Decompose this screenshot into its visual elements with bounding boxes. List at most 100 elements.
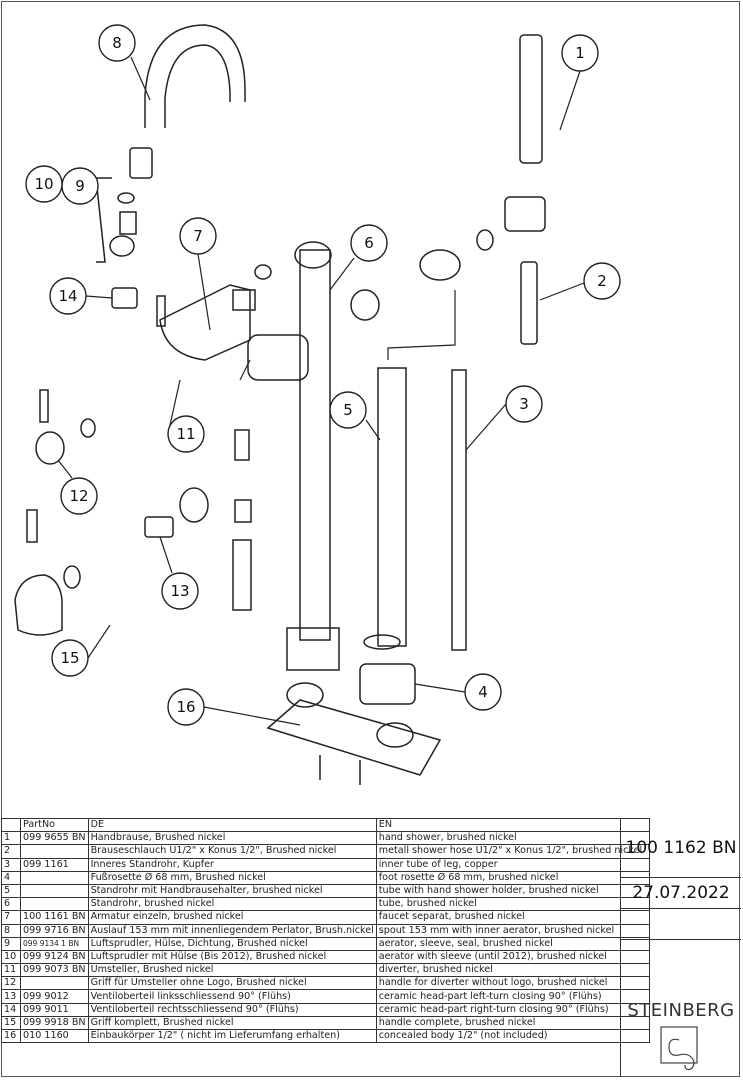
article-number: 100 1162 BN <box>620 818 741 878</box>
table-row: 5 Standrohr mit Handbrausehalter, brushed… <box>1 883 650 899</box>
callout-number: 12 <box>69 487 88 505</box>
description-en: faucet separat, brushed nickel <box>375 910 650 925</box>
part-number <box>20 870 89 885</box>
item-number: 5 <box>1 883 21 899</box>
item-number: 3 <box>1 857 21 872</box>
callout-circle <box>350 224 388 262</box>
callout-circle <box>51 639 89 677</box>
callout-circle <box>60 477 98 515</box>
part-number: 099 9012 <box>20 989 89 1004</box>
description-en: hand shower, brushed nickel <box>375 831 650 846</box>
callout-circle <box>583 262 621 300</box>
callout-number: 4 <box>478 683 488 701</box>
item-number <box>1 817 21 833</box>
callout-number: 8 <box>112 34 122 52</box>
item-number: 1 <box>1 831 21 846</box>
callout-number: 14 <box>58 287 77 305</box>
description-de: Handbrause, Brushed nickel <box>87 831 377 846</box>
part-number: 099 9124 BN <box>20 949 89 965</box>
callout-number: 13 <box>170 582 189 600</box>
item-number: 13 <box>1 989 21 1004</box>
description-en: metall shower hose Ü1/2" x Konus 1/2", b… <box>375 844 650 859</box>
part-number: 010 1160 <box>20 1028 89 1044</box>
head-part-right <box>111 287 138 309</box>
callout-number: 3 <box>519 395 529 413</box>
callout-10: 10 <box>25 165 63 203</box>
tube-base <box>286 627 340 671</box>
description-en: ceramic head-part left-turn closing 90° … <box>375 989 650 1004</box>
brand-logo <box>660 1026 698 1071</box>
concealed-body <box>266 699 442 776</box>
description-de: Umsteller, Brushed nickel <box>87 963 377 978</box>
callout-circle <box>167 415 205 453</box>
callout-number: 6 <box>364 234 374 252</box>
inner-tube <box>451 369 467 651</box>
description-de: Auslauf 153 mm mit innenliegendem Perlat… <box>87 923 377 938</box>
part-number <box>20 976 89 991</box>
item-number: 10 <box>1 949 21 965</box>
description-en: handle complete, brushed nickel <box>375 1015 650 1031</box>
item-number: 11 <box>1 963 21 978</box>
spout <box>144 24 246 128</box>
callout-16: 16 <box>167 688 205 726</box>
description-de: Luftsprudler, Hülse, Dichtung, Brushed n… <box>87 936 377 951</box>
description-en: tube with hand shower holder, brushed ni… <box>375 883 650 899</box>
callout-7: 7 <box>179 217 217 255</box>
item-number: 4 <box>1 870 21 885</box>
callout-4: 4 <box>464 673 502 711</box>
description-en: foot rosette Ø 68 mm, brushed nickel <box>375 870 650 885</box>
description-en: aerator with sleeve (until 2012), brushe… <box>375 949 650 965</box>
description-en: ceramic head-part right-turn closing 90°… <box>375 1002 650 1017</box>
callout-3: 3 <box>505 385 543 423</box>
table-row: 12 Griff für Umsteller ohne Logo, Brushed… <box>1 976 650 991</box>
part-number: 100 1161 BN <box>20 910 89 925</box>
description-de: Einbaukörper 1/2" ( nicht im Lieferumfan… <box>87 1028 377 1044</box>
shower-holder <box>504 196 546 232</box>
part-number: PartNo <box>20 817 89 833</box>
callout-11: 11 <box>167 415 205 453</box>
callout-number: 16 <box>176 698 195 716</box>
callout-circle <box>98 24 136 62</box>
faucet-body <box>159 284 251 361</box>
item-number: 2 <box>1 844 21 859</box>
callout-15: 15 <box>51 639 89 677</box>
hose-lower <box>232 539 252 611</box>
callout-circle <box>505 385 543 423</box>
description-de: Griff für Umsteller ohne Logo, Brushed n… <box>87 976 377 991</box>
callout-8: 8 <box>98 24 136 62</box>
head-part-left <box>144 516 174 538</box>
foot-rosette <box>359 663 416 705</box>
item-number: 12 <box>1 976 21 991</box>
callout-circle <box>25 165 63 203</box>
callout-number: 7 <box>193 227 203 245</box>
item-number: 16 <box>1 1028 21 1044</box>
callout-12: 12 <box>60 477 98 515</box>
callout-number: 1 <box>575 44 585 62</box>
callout-circle <box>561 34 599 72</box>
callout-number: 5 <box>343 401 353 419</box>
callout-circle <box>179 217 217 255</box>
description-de: Armatur einzeln, brushed nickel <box>87 910 377 925</box>
brand-block: STEINBERG <box>620 940 741 1077</box>
part-number: 099 9073 BN <box>20 963 89 978</box>
part-number <box>20 883 89 899</box>
tube <box>299 249 331 641</box>
part-number: 099 9655 BN <box>20 831 89 846</box>
description-en: handle for diverter without logo, brushe… <box>375 976 650 991</box>
callout-circle <box>161 572 199 610</box>
part-number: 099 9918 BN <box>20 1015 89 1031</box>
part-number <box>20 844 89 859</box>
description-de: Standrohr mit Handbrausehalter, brushed … <box>87 883 377 899</box>
